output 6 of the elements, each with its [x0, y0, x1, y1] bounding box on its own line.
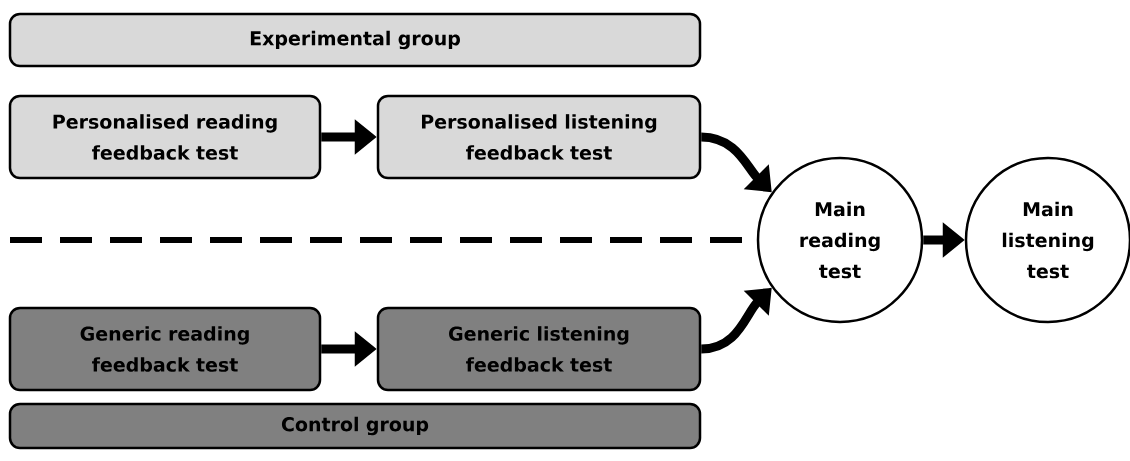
process-box: Generic listening feedback test: [376, 306, 702, 392]
group-box: Experimental group: [8, 12, 702, 68]
process-box: Personalised listening feedback test: [376, 94, 702, 180]
process-box: Generic reading feedback test: [8, 306, 322, 392]
group-box: Control group: [8, 402, 702, 450]
process-box: Personalised reading feedback test: [8, 94, 322, 180]
